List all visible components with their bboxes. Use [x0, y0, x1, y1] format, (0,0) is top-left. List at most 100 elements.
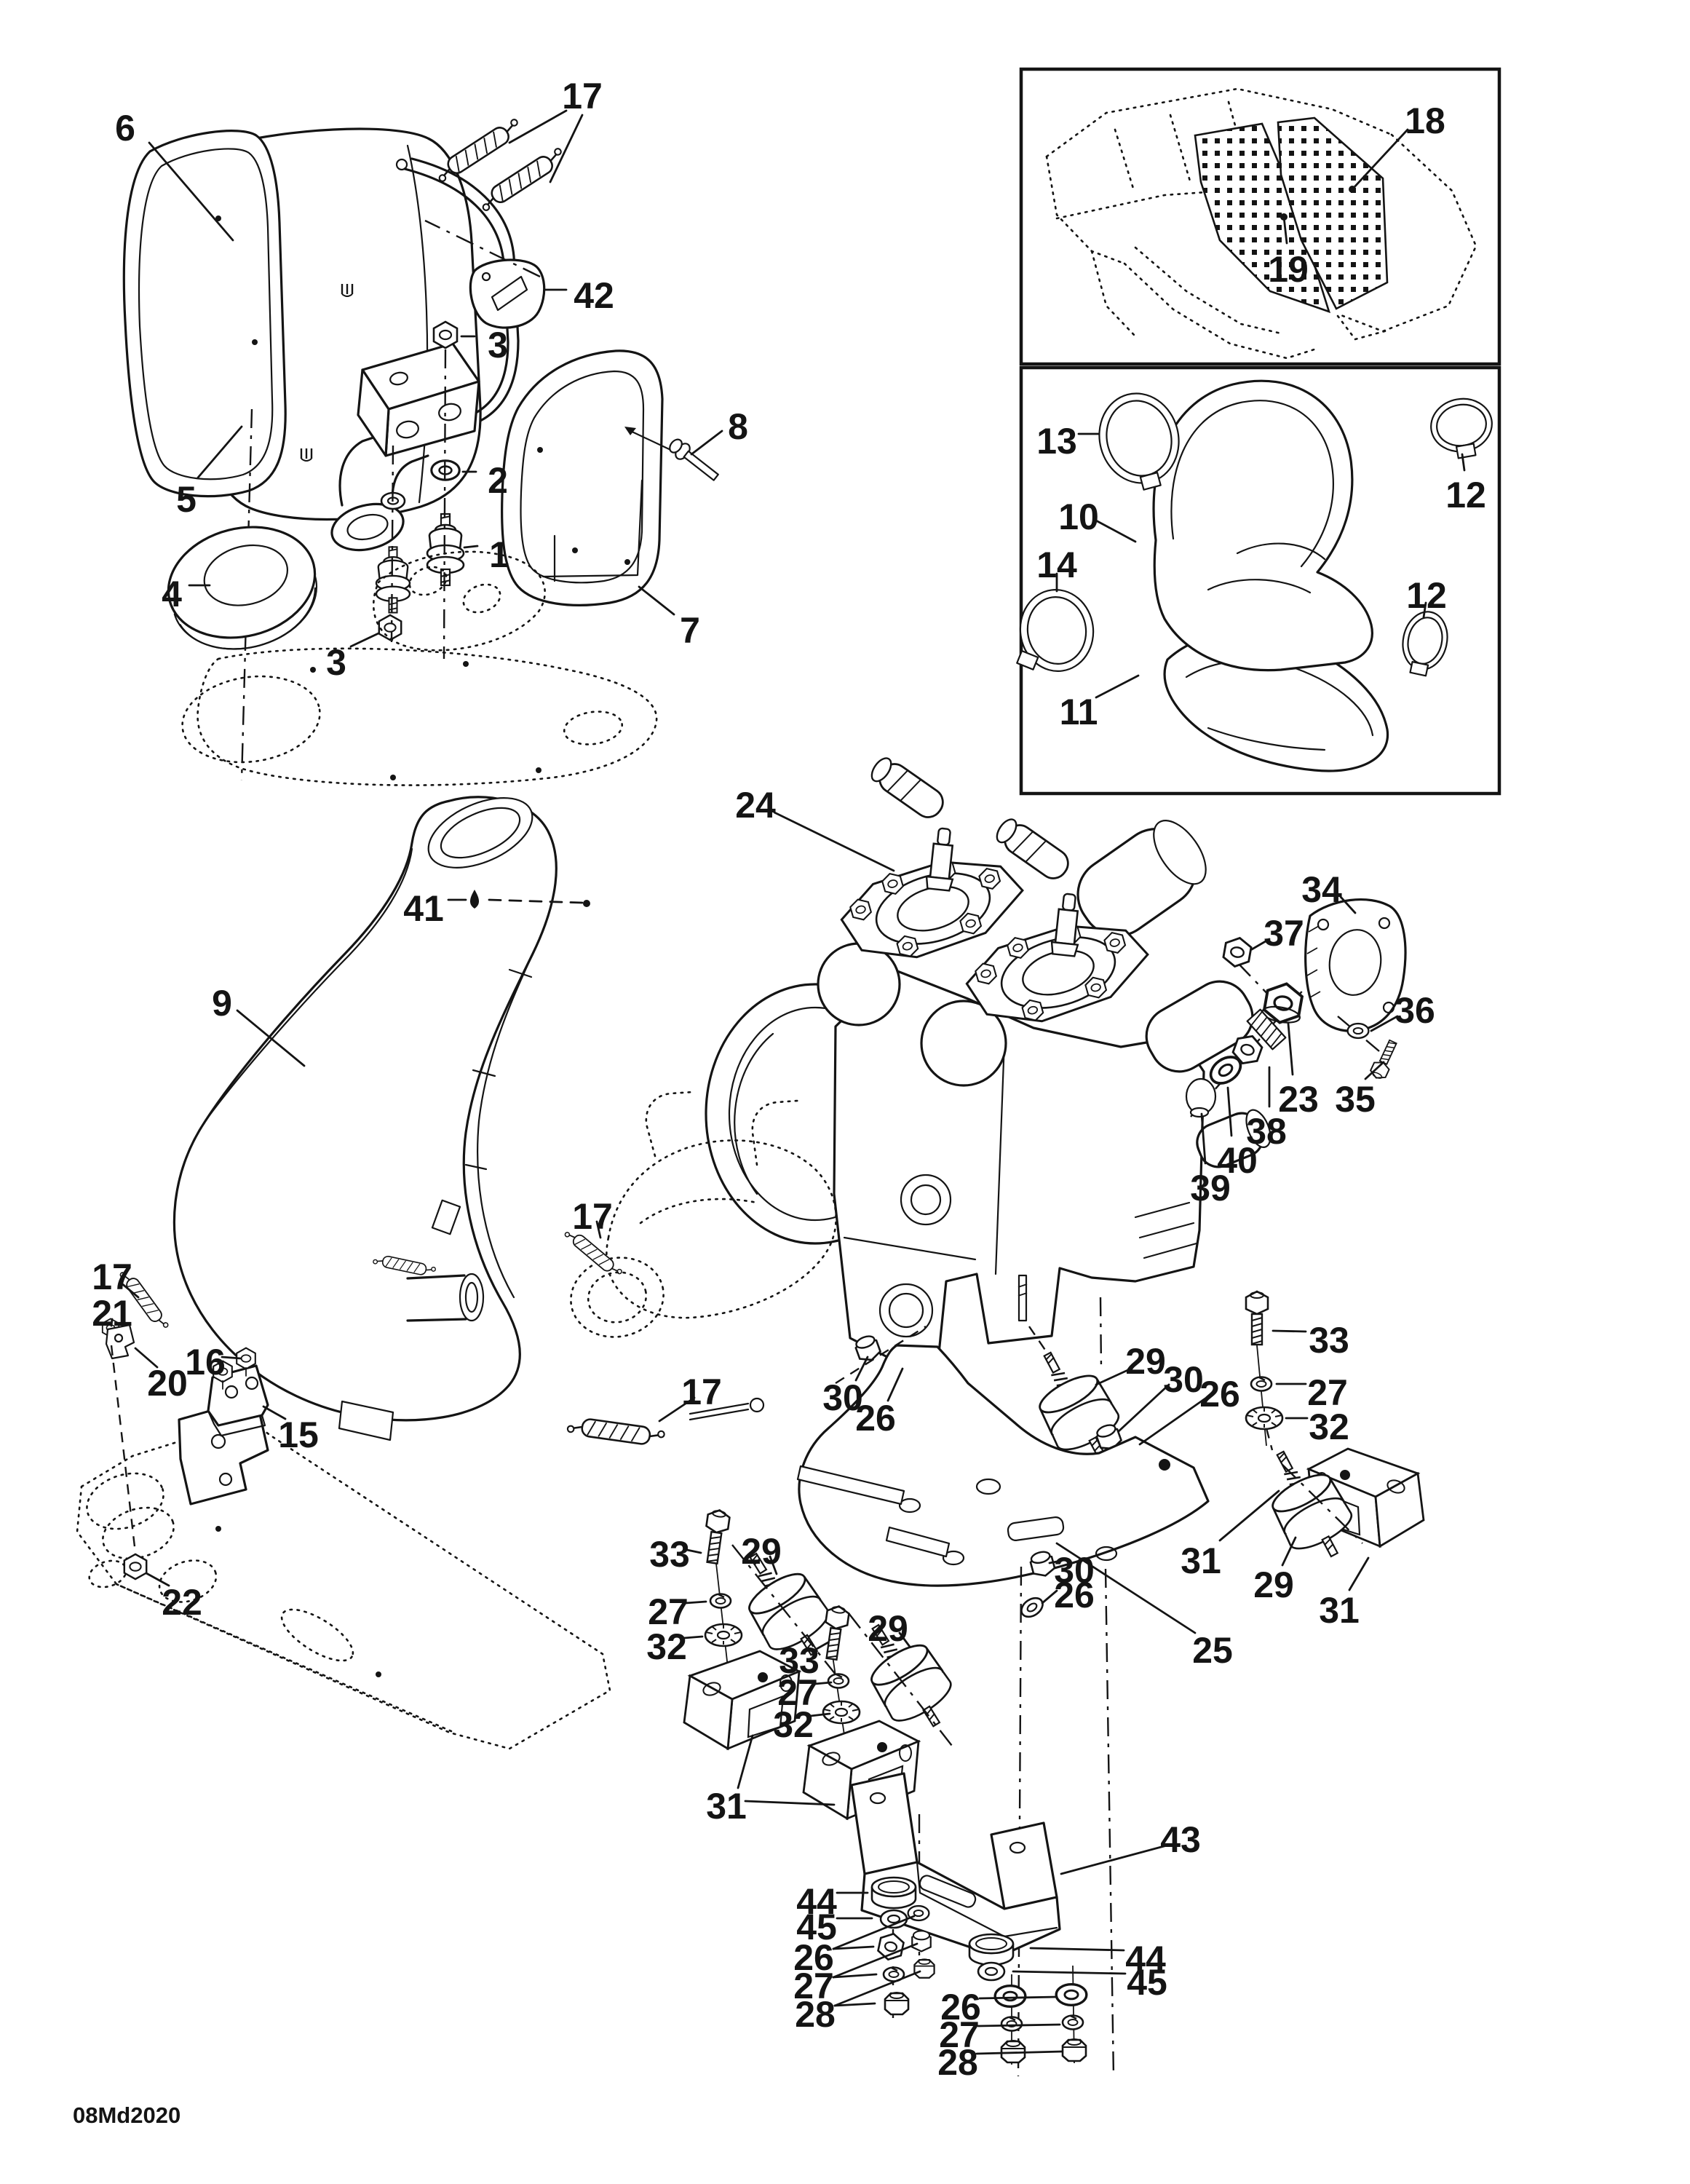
callout-17: 17 — [562, 76, 603, 116]
callout-28: 28 — [795, 1994, 836, 2035]
callout-21: 21 — [92, 1293, 132, 1334]
washer-26-mid — [1017, 1593, 1047, 1622]
callout-33: 33 — [779, 1640, 820, 1681]
callout-leader-29 — [1281, 1536, 1297, 1567]
callout-32: 32 — [646, 1626, 687, 1667]
exhaust-manifold-dotted-upper — [373, 550, 546, 652]
callout-leader-43 — [1060, 1844, 1168, 1875]
callout-35: 35 — [1335, 1079, 1376, 1120]
bolt-16-a — [213, 1360, 233, 1390]
pipe-outlet-stub — [406, 1273, 485, 1322]
callout-5: 5 — [176, 479, 197, 520]
engine-boss-left — [817, 942, 901, 1026]
callout-9: 9 — [212, 983, 232, 1024]
callout-leader-8 — [690, 430, 723, 456]
callout-leader-28 — [833, 2002, 876, 2007]
callout-18: 18 — [1405, 100, 1445, 141]
exhaust-spring-17-lower — [566, 1415, 666, 1448]
callout-leader-17 — [549, 114, 584, 183]
callout-leader-27 — [832, 1973, 878, 1979]
bolt-35 — [1368, 1037, 1402, 1083]
rubber-mount-1-b — [375, 546, 411, 614]
muffler-assembly — [122, 116, 568, 781]
callout-leader-19 — [1282, 215, 1288, 245]
callout-leader-17 — [658, 1396, 696, 1423]
callout-26: 26 — [1054, 1575, 1095, 1615]
callout-43: 43 — [1160, 1819, 1201, 1860]
callout-40: 40 — [1217, 1140, 1258, 1181]
muffler-cover-6 — [122, 130, 287, 498]
hose-clamp-14 — [1016, 589, 1095, 672]
washer-45-right — [977, 1961, 1006, 1982]
callout-29: 29 — [868, 1608, 908, 1649]
callout-leader-28 — [833, 1970, 921, 2007]
callout-33: 33 — [649, 1534, 690, 1575]
callout-leader-33 — [815, 1641, 830, 1650]
engine-boss-right — [920, 1000, 1007, 1087]
callout-16: 16 — [185, 1342, 226, 1382]
callout-leader-27 — [814, 1681, 833, 1685]
callout-leader-35 — [1364, 1061, 1385, 1080]
callout-leader-29 — [769, 1555, 778, 1575]
callout-28: 28 — [937, 2042, 978, 2083]
grommet-4 — [167, 526, 317, 650]
callout-45: 45 — [796, 1907, 837, 1947]
callout-26: 26 — [855, 1398, 896, 1439]
lockwasher-27-mid — [827, 1673, 850, 1689]
plug-boot-1 — [865, 752, 950, 824]
callout-leader-1 — [463, 545, 479, 549]
callout-12: 12 — [1406, 575, 1447, 616]
callout-leader-31 — [1218, 1489, 1280, 1542]
callout-leader-26 — [1138, 1397, 1207, 1446]
callout-leader-15 — [262, 1405, 287, 1420]
callout-3: 3 — [488, 325, 508, 365]
callout-leader-39 — [1200, 1112, 1207, 1165]
callout-31: 31 — [706, 1786, 747, 1827]
locknut-28-bottom-b — [1061, 2038, 1087, 2062]
callout-leader-30 — [854, 1356, 869, 1382]
callout-leader-26 — [832, 1945, 875, 1950]
callout-leader-26 — [978, 1995, 1058, 2000]
callout-27: 27 — [1307, 1372, 1348, 1413]
callout-leader-17 — [595, 1220, 602, 1239]
callout-leader-11 — [1095, 674, 1140, 699]
exhaust-spring-17-a — [432, 116, 525, 185]
nut-3-lower — [378, 614, 402, 641]
muffler-mount-bracket — [357, 342, 480, 457]
callout-leader-30 — [1048, 1560, 1058, 1564]
callout-4: 4 — [162, 574, 182, 614]
engine-mount-bracket-25 — [796, 1344, 1210, 1587]
callout-leader-33 — [686, 1548, 702, 1554]
adjuster-38 — [1246, 1008, 1287, 1051]
cap-39 — [1185, 1077, 1217, 1118]
rubber-pad-42 — [469, 258, 546, 329]
locknut-28-left — [884, 1991, 910, 2016]
callout-15: 15 — [278, 1415, 319, 1455]
callout-2: 2 — [488, 460, 508, 501]
callout-leader-26 — [1041, 1589, 1058, 1605]
clip-20 — [105, 1324, 135, 1360]
callout-36: 36 — [1395, 990, 1435, 1031]
callout-leader-45 — [1012, 1970, 1127, 1975]
callout-leader-12 — [1461, 453, 1466, 472]
callout-leader-18 — [1351, 128, 1409, 191]
lockwasher-27-left — [709, 1593, 732, 1609]
callout-31: 31 — [1319, 1590, 1360, 1631]
callout-leader-16 — [221, 1356, 242, 1360]
gasket-frame-7 — [501, 349, 664, 606]
callout-17: 17 — [92, 1257, 132, 1297]
callout-29: 29 — [1253, 1564, 1294, 1605]
frame-member-dotted — [76, 1418, 611, 1750]
callout-leader-5 — [197, 425, 243, 479]
callout-leader-17 — [508, 109, 568, 144]
callout-31: 31 — [1181, 1540, 1221, 1581]
callout-34: 34 — [1301, 869, 1342, 910]
callout-leader-44 — [1029, 1947, 1125, 1952]
washer-26-bottom-a — [993, 1985, 1027, 2008]
engine-mount-stud — [1017, 1274, 1028, 1322]
heat-shield-panel — [181, 647, 658, 786]
bolt-16-b — [236, 1347, 256, 1377]
callout-7: 7 — [680, 610, 700, 651]
